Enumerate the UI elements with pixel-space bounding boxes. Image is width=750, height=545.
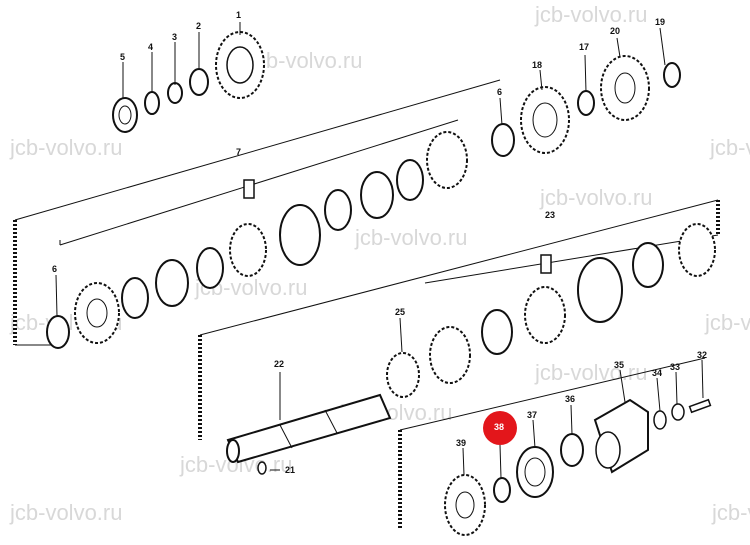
bottom-right-assembly (444, 398, 712, 536)
callout-2: 2 (196, 21, 201, 31)
hub-mid (229, 223, 267, 277)
watermark-text: jcb-volvo.ru (534, 2, 647, 27)
watermark-text: jcb-volvo.ru (9, 135, 122, 160)
ring-right-b (632, 242, 664, 288)
callout-34: 34 (652, 368, 662, 378)
hub-right (524, 286, 566, 344)
callout-25: 25 (395, 307, 405, 317)
circlip-part-4 (144, 91, 160, 115)
ring-mid-a (121, 277, 149, 319)
callout-6: 6 (497, 87, 502, 97)
gear-right-a (429, 326, 471, 384)
callout-1: 1 (236, 10, 241, 20)
callout-37: 37 (527, 410, 537, 420)
callout-4: 4 (148, 42, 153, 52)
gear-part-1 (215, 31, 265, 99)
callout-5: 5 (120, 52, 125, 62)
gear-part-25 (386, 352, 420, 398)
leader-lines (55, 22, 704, 476)
bearing-part-6 (491, 123, 515, 157)
bearing-part-6-left (46, 315, 70, 349)
right-middle-assembly (386, 223, 716, 398)
callout-numbers: 1 2 3 4 5 6 7 18 17 20 19 6 23 25 22 21 … (52, 10, 707, 475)
washer-part-3 (167, 82, 183, 104)
watermark-text: jcb-volvo.ru (534, 360, 647, 385)
callout-6-left: 6 (52, 264, 57, 274)
callout-33: 33 (670, 362, 680, 372)
ring-mid-d (396, 159, 424, 201)
callout-7: 7 (236, 147, 241, 157)
bearing-part-5 (112, 97, 138, 133)
bearing-part-37 (516, 446, 554, 498)
synchro-mid-a (155, 259, 189, 307)
callout-21: 21 (285, 465, 295, 475)
shaft-pin-21 (257, 461, 267, 475)
detent-right (540, 254, 552, 274)
top-right-assembly (491, 55, 681, 157)
middle-assembly (46, 131, 468, 349)
watermark-text: jcb-volvo.ru (709, 135, 750, 160)
callout-23: 23 (545, 210, 555, 220)
watermark-text: jcb-volvo.ru (354, 225, 467, 250)
gear-part-20 (600, 55, 650, 121)
ring-right-a (481, 309, 513, 355)
bolt-part-32 (688, 398, 712, 414)
washer-part-33 (671, 403, 685, 421)
gear-part-18 (520, 86, 570, 154)
callout-36: 36 (565, 394, 575, 404)
sleeve-mid (279, 204, 321, 266)
top-assembly (112, 31, 265, 133)
highlighted-callout-38[interactable]: 38 (483, 411, 517, 479)
circlip-part-19 (663, 62, 681, 88)
callout-20: 20 (610, 26, 620, 36)
callout-18: 18 (532, 60, 542, 70)
ring-mid-b (196, 247, 224, 289)
callout-32: 32 (697, 350, 707, 360)
ring-part-2 (189, 68, 209, 96)
highlight-circle[interactable] (483, 411, 517, 445)
callout-22: 22 (274, 359, 284, 369)
watermark-text: jcb-volvo.ru (711, 500, 750, 525)
synchro-mid-b (360, 171, 394, 219)
callout-19: 19 (655, 17, 665, 27)
watermark-text: jcb-volvo.ru (539, 185, 652, 210)
gear-mid-b (426, 131, 468, 189)
callout-35: 35 (614, 360, 624, 370)
watermark-text: jcb-volvo.ru (9, 500, 122, 525)
gear-right-b (678, 223, 716, 277)
flange-part-35 (593, 398, 649, 474)
ring-mid-c (324, 189, 352, 231)
callout-17: 17 (579, 42, 589, 52)
callout-3: 3 (172, 32, 177, 42)
shaft-part-22 (226, 393, 392, 475)
callout-39: 39 (456, 438, 466, 448)
ring-part-17 (577, 90, 595, 116)
callout-38: 38 (494, 422, 504, 432)
sleeve-right (577, 257, 623, 323)
oring-part-34 (653, 410, 667, 430)
detent-mid (243, 179, 255, 199)
seal-part-36 (560, 433, 584, 467)
group-brackets (13, 79, 720, 530)
watermark-text: jcb-volvo.ru (704, 310, 750, 335)
watermark-text: jcb-volvo.ru (249, 48, 362, 73)
gear-part-39 (444, 474, 486, 536)
ring-part-38 (493, 477, 511, 503)
